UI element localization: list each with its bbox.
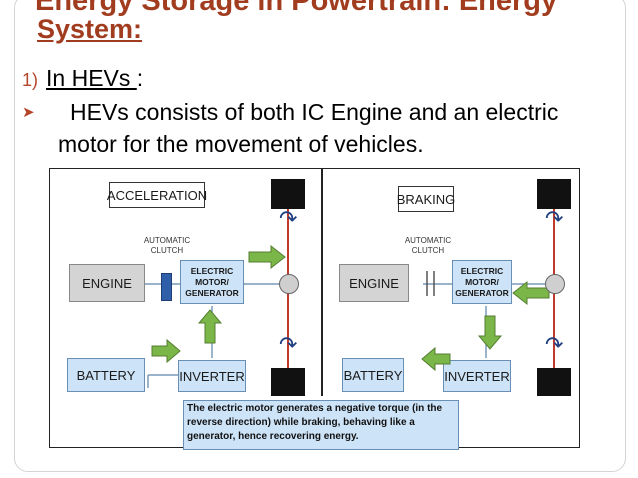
bullet-text: HEVs consists of both IC Engine and an e… <box>58 96 618 160</box>
acceleration-label: ACCELERATION <box>107 182 207 208</box>
engine-box: ENGINE <box>339 264 409 302</box>
battery-box: BATTERY <box>67 358 145 392</box>
hev-diagram: ACCELERATION AUTOMATIC CLUTCH ENGINE ELE… <box>49 168 580 450</box>
green-arrow-icon <box>421 346 451 372</box>
automatic-clutch-label: AUTOMATIC CLUTCH <box>143 236 191 255</box>
rotation-arrow-icon: ↷ <box>279 332 298 357</box>
automatic-clutch-label: AUTOMATIC CLUTCH <box>404 236 452 255</box>
numbered-heading: 1) In HEVs : <box>22 64 143 94</box>
green-arrow-icon <box>248 244 286 270</box>
inverter-box: INVERTER <box>443 360 511 392</box>
rotation-arrow-icon: ↷ <box>545 332 564 357</box>
axle-hub-icon <box>279 274 299 294</box>
arrow-right-bullet-icon: ➤ <box>22 104 35 121</box>
wheel-icon <box>537 179 571 209</box>
brake-green-arrows <box>421 280 550 372</box>
title-top-partial: Energy Storage in Powertrain: Energy <box>35 0 558 17</box>
axle-hub-icon <box>545 274 565 294</box>
list-number: 1) <box>22 70 39 90</box>
section-heading: In HEVs <box>46 65 137 91</box>
rotation-arrow-icon: ↷ <box>545 206 564 231</box>
wheel-icon <box>271 179 305 209</box>
motor-generator-box: ELECTRIC MOTOR/ GENERATOR <box>452 260 512 304</box>
green-arrow-icon <box>477 315 503 350</box>
green-arrow-icon <box>512 280 550 306</box>
battery-box: BATTERY <box>342 358 404 392</box>
rotation-arrow-icon: ↷ <box>279 206 298 231</box>
slide-title: System: <box>37 14 143 44</box>
green-arrow-icon <box>151 338 181 364</box>
green-arrow-icon <box>197 309 223 344</box>
accel-green-arrows <box>151 244 286 364</box>
clutch-engaged-icon <box>161 273 172 301</box>
braking-caption: The electric motor generates a negative … <box>183 400 459 450</box>
heading-colon: : <box>136 65 144 91</box>
wheel-icon <box>537 368 571 396</box>
bullet-body: HEVs consists of both IC Engine and an e… <box>58 99 559 157</box>
motor-generator-box: ELECTRIC MOTOR/ GENERATOR <box>180 260 244 304</box>
braking-label: BRAKING <box>397 186 455 212</box>
wheel-icon <box>271 368 305 396</box>
engine-box: ENGINE <box>69 264 145 302</box>
inverter-box: INVERTER <box>178 360 246 392</box>
